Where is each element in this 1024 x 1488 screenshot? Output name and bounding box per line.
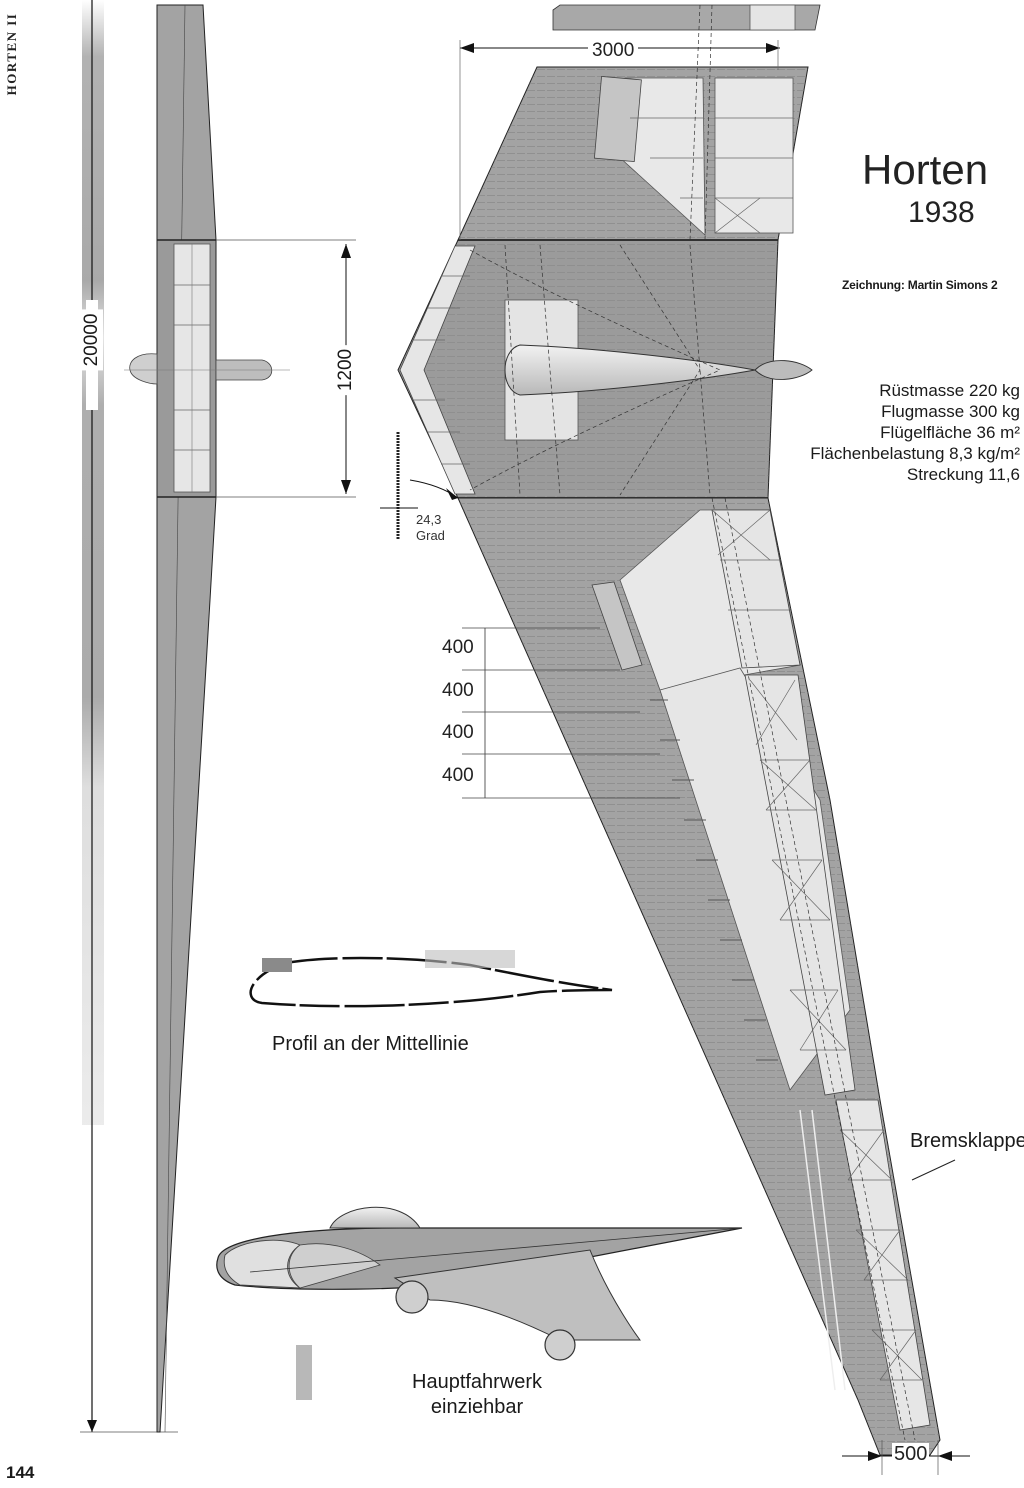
spec-aspect-ratio: Streckung 11,6 bbox=[906, 465, 1020, 484]
plan-view-wing bbox=[397, 4, 941, 1456]
profile-caption: Profil an der Mittellinie bbox=[272, 1033, 469, 1055]
sweep-angle-label: 24,3 Grad bbox=[416, 512, 445, 543]
front-view-wing bbox=[124, 4, 290, 1433]
rib-spacing-label: 400 bbox=[442, 765, 474, 786]
brake-flap-label: Bremsklappe bbox=[910, 1130, 1024, 1152]
dim-center-section-label: 1200 bbox=[335, 344, 357, 396]
page-number: 144 bbox=[6, 1463, 35, 1482]
spec-wing-loading: Flächenbelastung 8,3 kg/m² bbox=[810, 444, 1020, 463]
brake-flap-leader bbox=[911, 1159, 956, 1181]
spec-list: Rüstmasse 220 kg Flugmasse 300 kg Flügel… bbox=[810, 380, 1020, 485]
airfoil-profile bbox=[249, 950, 613, 1008]
side-view-glider bbox=[216, 1206, 743, 1361]
scan-artifact bbox=[296, 1345, 312, 1400]
landing-gear-caption: Hauptfahrwerk einziehbar bbox=[412, 1371, 543, 1418]
rib-spacing-label: 400 bbox=[442, 680, 474, 701]
aircraft-title: Horten bbox=[862, 146, 989, 193]
rib-spacing-label: 400 bbox=[442, 637, 474, 658]
tip-dimension bbox=[842, 1440, 970, 1475]
spec-flight-mass: Flugmasse 300 kg bbox=[881, 402, 1020, 421]
dim-tip-chord-label: 500 bbox=[892, 1443, 930, 1466]
rib-spacing-label: 400 bbox=[442, 722, 474, 743]
rib-spacing-dimensions bbox=[462, 627, 680, 799]
running-head: HORTEN II bbox=[4, 12, 19, 96]
spec-wing-area: Flügelfläche 36 m² bbox=[880, 423, 1020, 442]
dim-span-label: 20000 bbox=[81, 309, 103, 371]
dim-chord-label: 3000 bbox=[588, 40, 639, 62]
sweep-angle-marker bbox=[380, 432, 459, 540]
aircraft-year: 1938 bbox=[908, 196, 975, 229]
drawing-credit: Zeichnung: Martin Simons 2 bbox=[842, 278, 998, 292]
spec-empty-mass: Rüstmasse 220 kg bbox=[879, 381, 1020, 400]
